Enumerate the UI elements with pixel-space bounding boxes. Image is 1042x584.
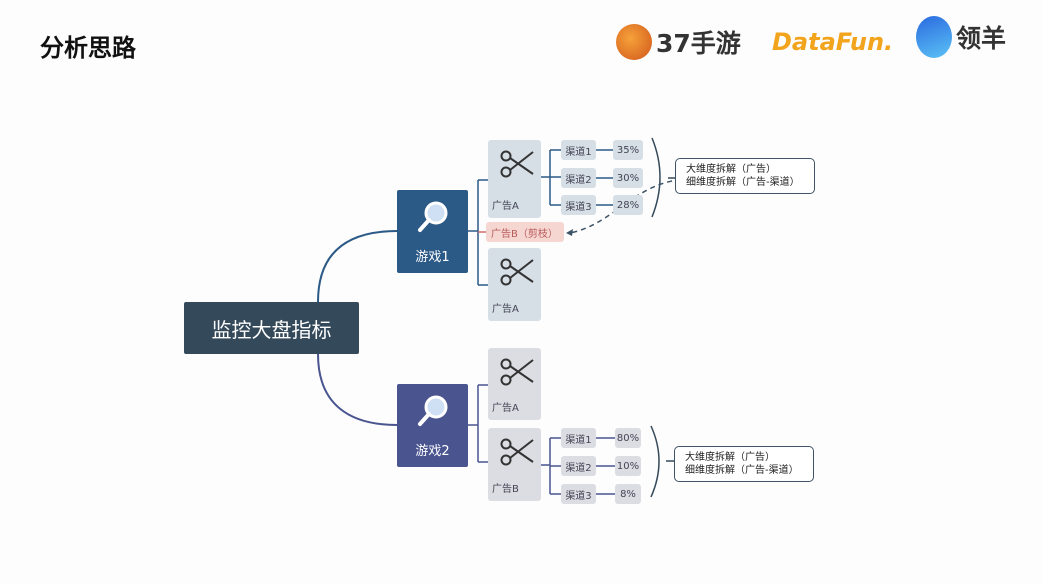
channel-node[interactable]: 渠道3: [561, 484, 596, 504]
ad-label: 广告A: [492, 304, 519, 315]
note-box: 大维度拆解（广告） 细维度拆解（广告-渠道）: [674, 446, 814, 482]
note-line: 大维度拆解（广告）: [685, 452, 775, 463]
channel-pct: 80%: [615, 428, 641, 448]
magnifier-icon: [417, 395, 447, 426]
ad-node-pruned[interactable]: 广告B（剪枝）: [486, 222, 564, 242]
ad-node[interactable]: 广告A: [488, 248, 541, 321]
logo-lingyang: 领羊: [916, 16, 1006, 58]
scissors-icon: [500, 438, 534, 466]
game-label: 游戏2: [415, 444, 450, 459]
37-logo-icon: [616, 24, 652, 60]
note-box: 大维度拆解（广告） 细维度拆解（广告-渠道）: [675, 158, 815, 194]
channel-node[interactable]: 渠道1: [561, 428, 596, 448]
logo-37shouyou: 37手游: [616, 24, 741, 60]
ad-node[interactable]: 广告A: [488, 348, 541, 420]
game-node-1[interactable]: 游戏1: [397, 190, 468, 273]
scissors-icon: [500, 150, 534, 178]
ad-label: 广告B: [492, 484, 519, 495]
root-node[interactable]: 监控大盘指标: [184, 302, 359, 354]
channel-node[interactable]: 渠道2: [561, 456, 596, 476]
scissors-icon: [500, 358, 534, 386]
channel-node[interactable]: 渠道1: [561, 140, 596, 160]
page-title: 分析思路: [40, 34, 136, 62]
ad-label: 广告A: [492, 201, 519, 212]
scissors-icon: [500, 258, 534, 286]
note-line: 细维度拆解（广告-渠道）: [685, 465, 799, 476]
magnifier-icon: [417, 201, 447, 232]
channel-pct: 28%: [613, 195, 643, 215]
channel-node[interactable]: 渠道2: [561, 168, 596, 188]
ad-node[interactable]: 广告A: [488, 140, 541, 218]
channel-pct: 8%: [615, 484, 641, 504]
note-line: 大维度拆解（广告）: [686, 164, 776, 175]
channel-pct: 35%: [613, 140, 643, 160]
game-node-2[interactable]: 游戏2: [397, 384, 468, 467]
channel-node[interactable]: 渠道3: [561, 195, 596, 215]
note-line: 细维度拆解（广告-渠道）: [686, 177, 800, 188]
channel-pct: 30%: [613, 168, 643, 188]
channel-pct: 10%: [615, 456, 641, 476]
ad-label: 广告A: [492, 403, 519, 414]
game-label: 游戏1: [415, 250, 450, 265]
lingyang-logo-icon: [916, 16, 952, 58]
logo-datafun: DataFun.: [772, 28, 894, 56]
ad-node[interactable]: 广告B: [488, 428, 541, 501]
